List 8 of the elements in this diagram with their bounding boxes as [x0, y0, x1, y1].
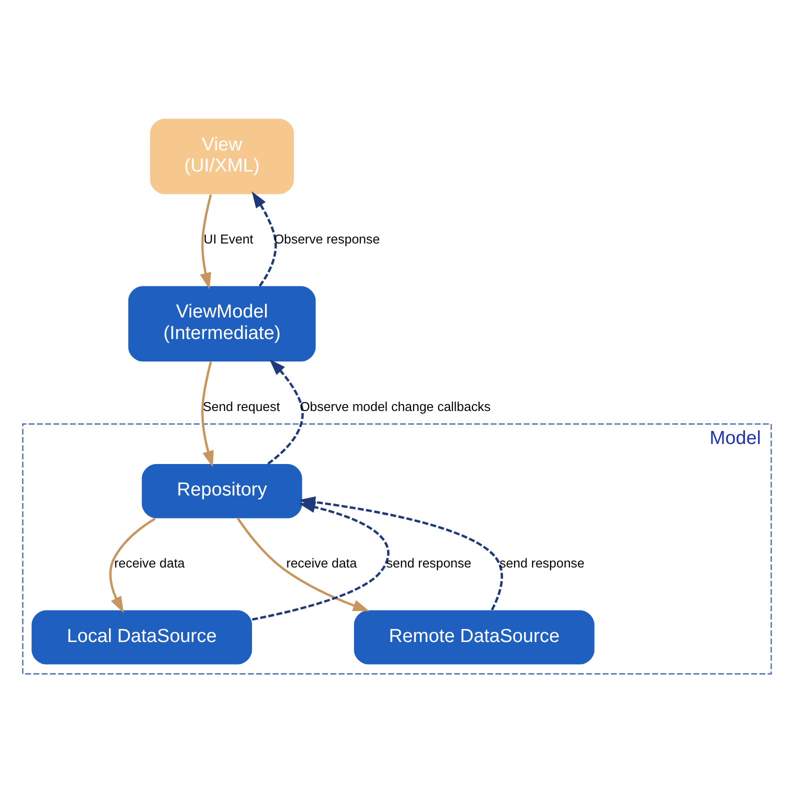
edge-label: UI Event — [204, 230, 254, 246]
edge-label: Observe response — [274, 230, 380, 246]
edge-label: send response — [386, 555, 472, 570]
edge-label: Observe model change callbacks — [300, 398, 491, 414]
edge-label: receive data — [286, 555, 357, 570]
edge-label: receive data — [114, 555, 185, 570]
edge-label: send response — [499, 555, 584, 570]
edge-label: Send request — [202, 398, 280, 414]
